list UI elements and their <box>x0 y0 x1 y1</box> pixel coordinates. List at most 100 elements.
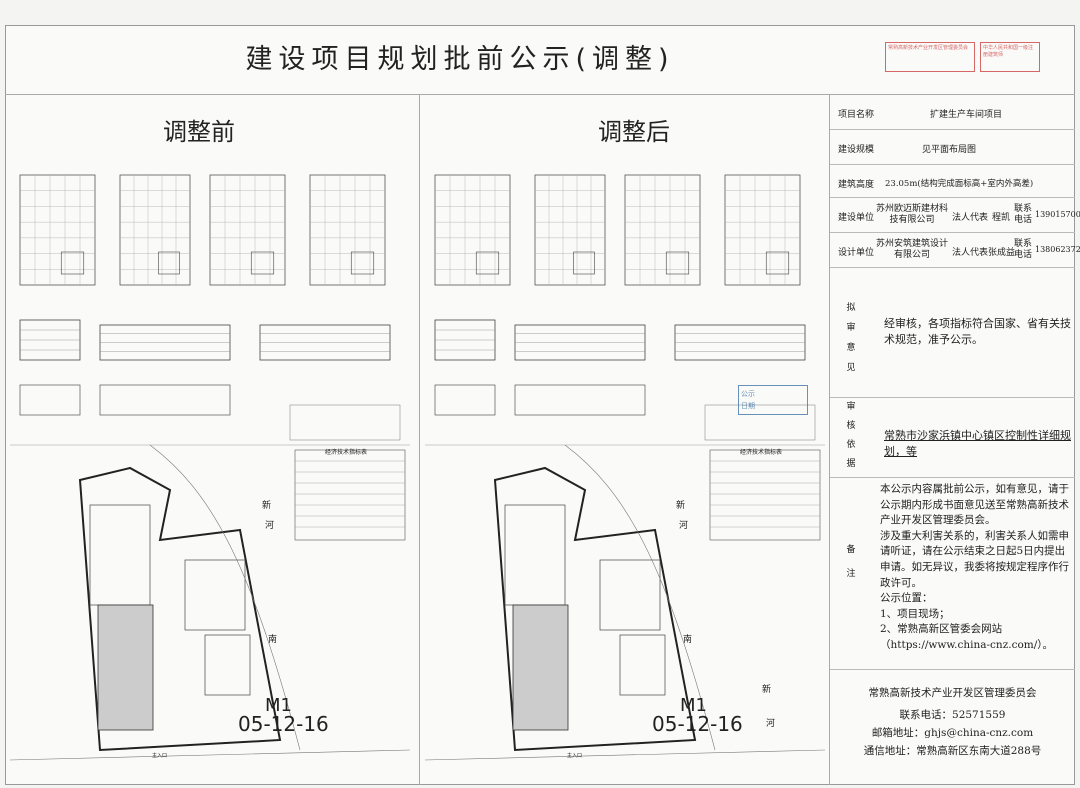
label: 建设规模 <box>838 145 875 155</box>
label: 联系电话 <box>1014 204 1033 225</box>
row-scale: 建设规模 见平面布局图 <box>830 130 1075 165</box>
section <box>19 384 81 416</box>
river-label: 新 <box>262 501 272 511</box>
stair-core <box>665 251 690 275</box>
river-label: 河 <box>265 521 275 531</box>
entrance-label: 主入口 <box>567 753 583 759</box>
label: 建设单位 <box>838 213 875 223</box>
row-builder: 建设单位 苏州欧迈斯建材科技有限公司 法人代表 程凯 联系电话 13901570… <box>830 198 1080 233</box>
label: 设计单位 <box>838 248 875 258</box>
river-label: 新 <box>762 685 772 695</box>
floor-plan <box>209 174 286 286</box>
floor-plan <box>19 174 96 286</box>
label: 法人代表 <box>952 213 989 223</box>
floor-plan <box>119 174 191 286</box>
floor-plan <box>309 174 386 286</box>
river-line <box>564 444 716 751</box>
opinion-label: 拟审意见 <box>846 303 856 373</box>
builder-phone: 13901570016 <box>1035 210 1080 219</box>
entrance-label: 主入口 <box>152 753 168 759</box>
label: 法人代表 <box>952 248 989 258</box>
approval-stamp: 常熟高新技术产业开发区管理委员会 <box>885 42 975 72</box>
footer-address: 通信地址：常熟高新区东南大道288号 <box>863 745 1042 757</box>
tech-table <box>709 449 821 541</box>
page-title: 建设项目规划批前公示(调整) <box>5 25 1075 95</box>
row-project-name: 项目名称 扩建生产车间项目 <box>830 95 1075 130</box>
section <box>514 384 646 416</box>
notes-box <box>289 404 401 441</box>
river-line <box>149 444 301 751</box>
label: 项目名称 <box>838 110 875 120</box>
stair-core <box>350 251 375 275</box>
builder-rep: 程凯 <box>992 213 1011 223</box>
designer: 苏州安筑建筑设计有限公司 <box>876 239 949 260</box>
row-remarks: 备注 本公示内容属批前公示，如有意见，请于公示期内形成书面意见送至常熟高新技术产… <box>830 478 1075 670</box>
plot-number-before: 05-12-16 <box>238 712 329 736</box>
existing-building <box>512 604 569 731</box>
footer-phone: 联系电话：52571559 <box>899 709 1006 721</box>
stair-core <box>250 251 275 275</box>
panel-before-heading: 调整前 <box>163 118 235 146</box>
tech-table-title: 经济技术指标表 <box>740 449 783 456</box>
building <box>504 504 566 606</box>
stair-core <box>765 251 790 275</box>
stair-core <box>573 251 595 275</box>
building <box>89 504 151 606</box>
panel-after-heading: 调整后 <box>598 118 670 146</box>
stair-core <box>60 251 85 275</box>
height: 23.05m(结构完成面标高+室内外高差) <box>885 179 1034 189</box>
opinion-text: 经审核，各项指标符合国家、省有关技术规范，准予公示。 <box>884 317 1071 346</box>
road-line <box>425 749 825 761</box>
section <box>99 384 231 416</box>
drawings-before <box>10 174 411 761</box>
building <box>599 559 661 631</box>
date-stamp: 公示日期 <box>738 385 808 415</box>
section <box>434 384 496 416</box>
building <box>619 634 666 696</box>
existing-building <box>97 604 154 731</box>
footer-org: 常熟高新技术产业开发区管理委员会 <box>868 687 1037 699</box>
remarks-label: 备注 <box>846 545 856 579</box>
floor-plan <box>624 174 701 286</box>
river-label: 新 <box>676 501 686 511</box>
basis-label: 审核依据 <box>846 402 856 469</box>
plot-number-after: 05-12-16 <box>652 712 743 736</box>
panel-after <box>420 95 830 785</box>
plot-code-after: M1 <box>680 695 707 716</box>
building <box>204 634 251 696</box>
row-basis: 审核依据 常熟市沙家浜镇中心镇区控制性详细规划，等 <box>830 398 1075 478</box>
site-boundary <box>493 466 697 752</box>
floor-plan <box>724 174 801 286</box>
stair-core <box>475 251 500 275</box>
stair-core <box>158 251 180 275</box>
floor-plan <box>434 174 511 286</box>
designer-phone: 13806237268 <box>1035 245 1080 254</box>
floor-plan <box>534 174 606 286</box>
river-label: 河 <box>679 521 689 531</box>
site-boundary <box>78 466 282 752</box>
row-opinion: 拟审意见 经审核，各项指标符合国家、省有关技术规范，准予公示。 <box>830 268 1075 398</box>
drawings-after <box>425 174 825 761</box>
label: 联系电话 <box>1014 239 1033 260</box>
tech-table-title: 经济技术指标表 <box>325 449 368 456</box>
road-line <box>10 749 411 761</box>
plot-code-before: M1 <box>265 695 292 716</box>
footer-email[interactable]: 邮箱地址：ghjs@china-cnz.com <box>871 727 1034 739</box>
scale: 见平面布局图 <box>922 145 977 155</box>
road-label: 南 <box>683 635 693 645</box>
row-height: 建筑高度 23.05m(结构完成面标高+室内外高差) <box>830 165 1075 198</box>
notes-box <box>704 404 816 441</box>
building <box>184 559 246 631</box>
project-name: 扩建生产车间项目 <box>930 110 1003 120</box>
tech-table <box>294 449 406 541</box>
road-label: 南 <box>268 635 278 645</box>
architect-stamp: 中华人民共和国一级注册建筑师 <box>980 42 1040 72</box>
remarks-text: 本公示内容属批前公示，如有意见，请于公示期内形成书面意见送至常熟高新技术产业开发… <box>880 483 1069 651</box>
river-label: 河 <box>766 719 776 729</box>
label: 建筑高度 <box>838 180 875 190</box>
row-designer: 设计单位 苏州安筑建筑设计有限公司 法人代表 张成益 联系电话 13806237… <box>830 233 1080 268</box>
panel-before <box>5 95 420 785</box>
designer-rep: 张成益 <box>988 248 1016 258</box>
basis-text: 常熟市沙家浜镇中心镇区控制性详细规划，等 <box>884 429 1071 458</box>
builder: 苏州欧迈斯建材科技有限公司 <box>876 204 949 225</box>
